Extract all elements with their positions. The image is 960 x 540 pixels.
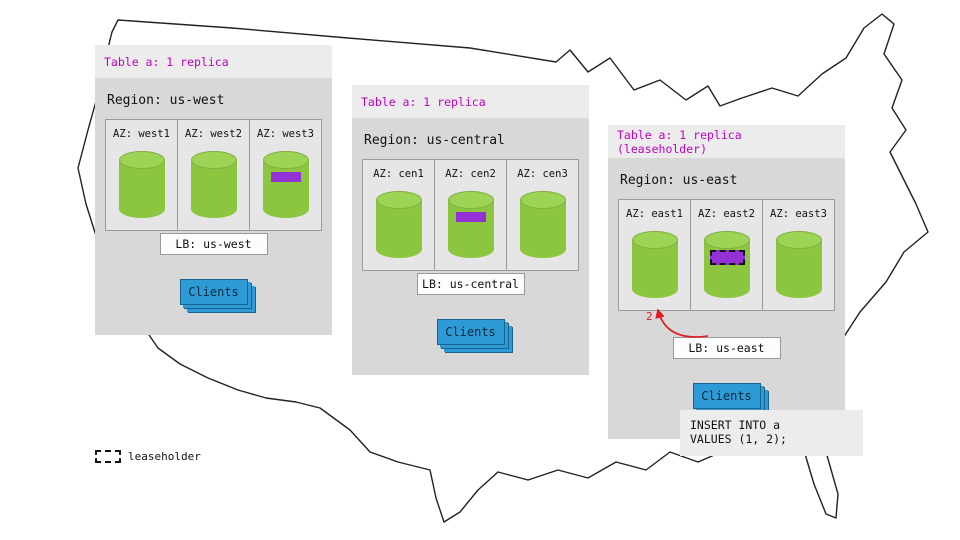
region-title: Region: us-west	[107, 93, 225, 108]
leaseholder-range-marker	[709, 250, 745, 265]
replica-range-marker	[455, 212, 486, 222]
legend: leaseholder	[95, 450, 201, 463]
az-box-west2: AZ: west2	[177, 119, 250, 231]
az-row: AZ: east1 AZ: east2 AZ: east3	[618, 199, 835, 311]
arrow-step-label: 2	[646, 310, 653, 323]
region-panel-us-central: Table a: 1 replica Region: us-central AZ…	[352, 85, 589, 375]
az-box-east2: AZ: east2	[690, 199, 763, 311]
database-cylinder	[775, 231, 822, 298]
arrow-path	[655, 308, 709, 338]
az-box-west1: AZ: west1	[105, 119, 178, 231]
az-box-cen3: AZ: cen3	[506, 159, 579, 271]
az-box-east1: AZ: east1	[618, 199, 691, 311]
region-title: Region: us-east	[620, 173, 738, 188]
sql-statement: INSERT INTO a VALUES (1, 2);	[680, 410, 863, 456]
database-cylinder	[519, 191, 566, 258]
table-replica-label: Table a: 1 replica (leaseholder)	[617, 127, 742, 156]
leaseholder-swatch-icon	[95, 450, 121, 463]
az-box-west3: AZ: west3	[249, 119, 322, 231]
us-border-path	[77, 13, 929, 523]
az-label: AZ: cen3	[517, 168, 568, 180]
region-panel-us-west: Table a: 1 replica Region: us-west AZ: w…	[95, 45, 332, 335]
table-replica-header: Table a: 1 replica (leaseholder)	[608, 125, 845, 158]
table-replica-label: Table a: 1 replica	[361, 94, 486, 109]
az-box-east3: AZ: east3	[762, 199, 835, 311]
region-body-us-central: Region: us-central AZ: cen1 AZ: cen2 AZ:…	[352, 118, 589, 375]
az-row: AZ: cen1 AZ: cen2 AZ: cen3	[362, 159, 579, 271]
az-row: AZ: west1 AZ: west2 AZ: west3	[105, 119, 322, 231]
database-cylinder	[447, 191, 494, 258]
az-label: AZ: west1	[113, 128, 170, 140]
load-balancer-us-central: LB: us-central	[416, 273, 525, 295]
load-balancer-us-east: LB: us-east	[672, 337, 781, 359]
legend-label: leaseholder	[128, 450, 201, 463]
region-panel-us-east: Table a: 1 replica (leaseholder) Region:…	[608, 125, 845, 439]
region-title: Region: us-central	[364, 133, 505, 148]
az-box-cen2: AZ: cen2	[434, 159, 507, 271]
replica-range-marker	[270, 172, 301, 182]
az-label: AZ: east1	[626, 208, 683, 220]
database-cylinder	[190, 151, 237, 218]
database-cylinder	[118, 151, 165, 218]
az-label: AZ: east2	[698, 208, 755, 220]
clients-button[interactable]: Clients	[692, 383, 761, 409]
load-balancer-us-west: LB: us-west	[159, 233, 268, 255]
az-label: AZ: west3	[257, 128, 314, 140]
table-replica-label: Table a: 1 replica	[104, 54, 229, 69]
az-label: AZ: cen2	[445, 168, 496, 180]
az-box-cen1: AZ: cen1	[362, 159, 435, 271]
database-cylinder	[703, 231, 750, 298]
database-cylinder	[262, 151, 309, 218]
az-label: AZ: east3	[770, 208, 827, 220]
az-label: AZ: west2	[185, 128, 242, 140]
region-body-us-west: Region: us-west AZ: west1 AZ: west2 AZ: …	[95, 78, 332, 335]
az-label: AZ: cen1	[373, 168, 424, 180]
table-replica-header: Table a: 1 replica	[95, 45, 332, 78]
clients-button[interactable]: Clients	[436, 319, 505, 345]
database-cylinder	[375, 191, 422, 258]
table-replica-header: Table a: 1 replica	[352, 85, 589, 118]
database-cylinder	[631, 231, 678, 298]
region-body-us-east: Region: us-east AZ: east1 AZ: east2 AZ: …	[608, 158, 845, 439]
clients-button[interactable]: Clients	[179, 279, 248, 305]
